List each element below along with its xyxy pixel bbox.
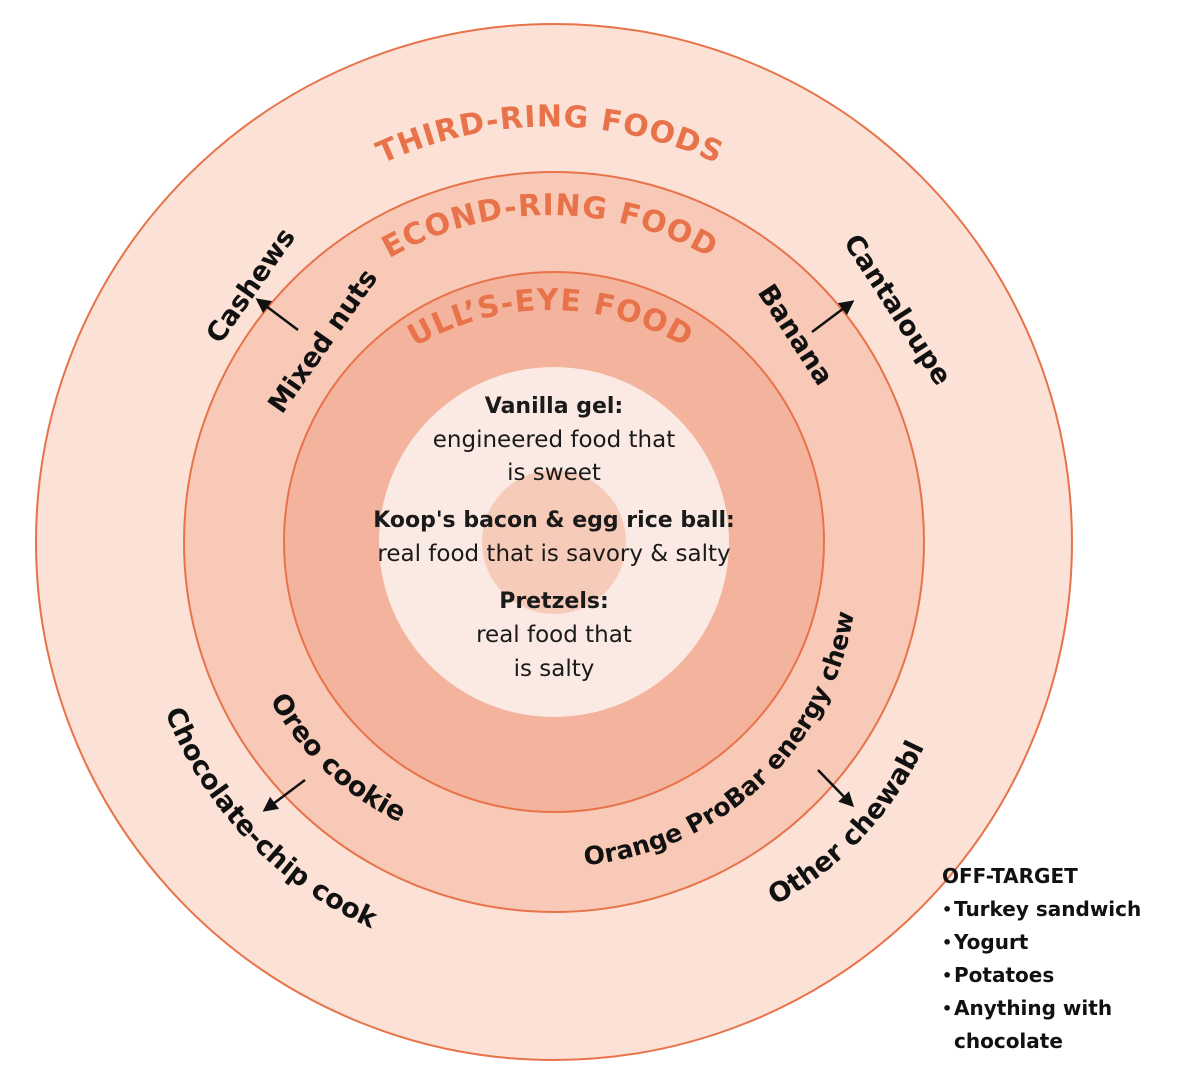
arrow-mixed-nuts-to-cashews [255,298,299,331]
vanilla-gel-desc-1: engineered food that [433,427,675,453]
off-target-item: Anything with [942,992,1182,1025]
rice-ball-name: Koop's bacon & egg rice ball: [373,508,735,533]
vanilla-gel-desc-2: is sweet [507,460,601,486]
off-target-item: Potatoes [942,959,1182,992]
pretzels-desc-2: is salty [514,656,595,682]
center-dot [482,470,626,614]
vanilla-gel-name: Vanilla gel: [485,394,623,419]
off-target-item: Yogurt [942,926,1182,959]
arrow-banana-to-cantaloupe [811,300,855,333]
pretzels-desc-1: real food that [476,622,632,648]
off-target-list: Turkey sandwich Yogurt Potatoes Anything… [942,893,1182,1025]
pretzels-name: Pretzels: [499,589,609,614]
off-target-item-continued: chocolate [954,1029,1063,1053]
arrow-oreo-to-chocolate-chip [262,779,306,812]
off-target-box: OFF-TARGET Turkey sandwich Yogurt Potato… [942,860,1182,1058]
rice-ball-desc: real food that is savory & salty [377,541,730,567]
arrow-probar-to-other-chewables [817,769,855,808]
off-target-title: OFF-TARGET [942,864,1078,888]
off-target-item: Turkey sandwich [942,893,1182,926]
